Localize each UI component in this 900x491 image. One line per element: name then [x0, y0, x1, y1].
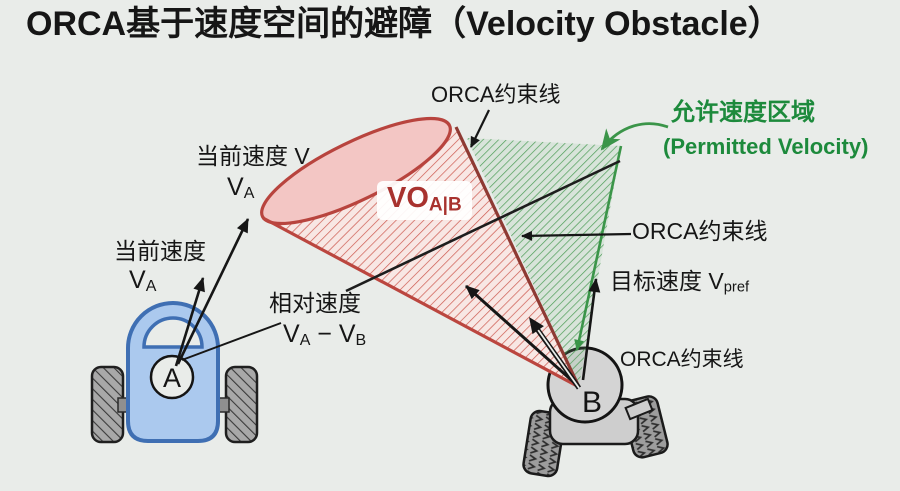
orca-constraint-label-bottom: ORCA约束线: [620, 348, 744, 371]
target-velocity-arrow: [581, 278, 601, 381]
double-stroke-arrow: [529, 317, 582, 390]
robot-a: A: [90, 301, 259, 444]
orca-constraint-label-top: ORCA约束线: [431, 82, 561, 107]
orca-constraint-label-right: ORCA约束线: [632, 218, 768, 244]
robot-a-wheel-right: [224, 365, 259, 444]
velocity-obstacle-cone: [260, 116, 581, 389]
permitted-region-right-edge: [574, 145, 623, 351]
target-velocity-label: 目标速度 Vpref: [610, 268, 750, 296]
v-symbol: V: [338, 320, 356, 348]
robot-a-label: A: [163, 363, 181, 393]
v-symbol: V: [129, 266, 146, 294]
current-velocity-label-top: 当前速度 V: [196, 143, 310, 169]
sub-a: A: [145, 277, 157, 295]
v-symbol: V: [283, 320, 300, 348]
velocity-a-symbol-top: VA: [227, 173, 255, 202]
permitted-region-label-en: (Permitted Velocity): [663, 134, 869, 159]
permitted-velocity-region: [467, 138, 623, 386]
relative-velocity-leader-line: [181, 322, 282, 361]
velocity-a-arrow-long: [176, 218, 250, 365]
robot-b-label: B: [582, 386, 602, 419]
vo-cone-label: VOA|B: [377, 181, 472, 221]
vo-sub: A|B: [428, 194, 462, 216]
v-symbol: V: [227, 173, 244, 201]
sub-a: A: [243, 184, 255, 202]
page-title: ORCA基于速度空间的避障（Velocity Obstacle）: [26, 5, 782, 43]
target-velocity-text: 目标速度 V: [610, 268, 724, 294]
velocity-a-arrow-short: [174, 277, 205, 367]
minus-sign: −: [310, 320, 339, 348]
permitted-region-annotation-arrow: [600, 122, 669, 151]
relative-velocity-label: 相对速度: [269, 290, 361, 316]
orca-top-leader-arrow: [470, 109, 490, 148]
relative-velocity-arrow: [465, 284, 579, 388]
cone-left-edge: [262, 216, 580, 389]
orca-right-leader-arrow: [521, 230, 632, 241]
sub-b: B: [355, 331, 367, 349]
vo-main: VO: [387, 182, 429, 214]
robot-b: B: [522, 346, 669, 478]
velocity-a-symbol-left: VA: [129, 266, 157, 295]
robot-b-axle-right: [624, 397, 654, 421]
cone-cap-ellipse: [260, 116, 452, 226]
orca-constraint-diagonal-line: [345, 159, 621, 293]
relative-velocity-expression: VA − VB: [283, 320, 367, 349]
permitted-region-label-cn: 允许速度区域: [671, 99, 815, 126]
sub-a: A: [299, 331, 311, 349]
robot-a-center-circle: [149, 354, 195, 400]
current-velocity-label-left: 当前速度: [114, 238, 206, 264]
cone-right-edge-orca-line: [454, 126, 581, 388]
sub-pref: pref: [723, 279, 750, 296]
